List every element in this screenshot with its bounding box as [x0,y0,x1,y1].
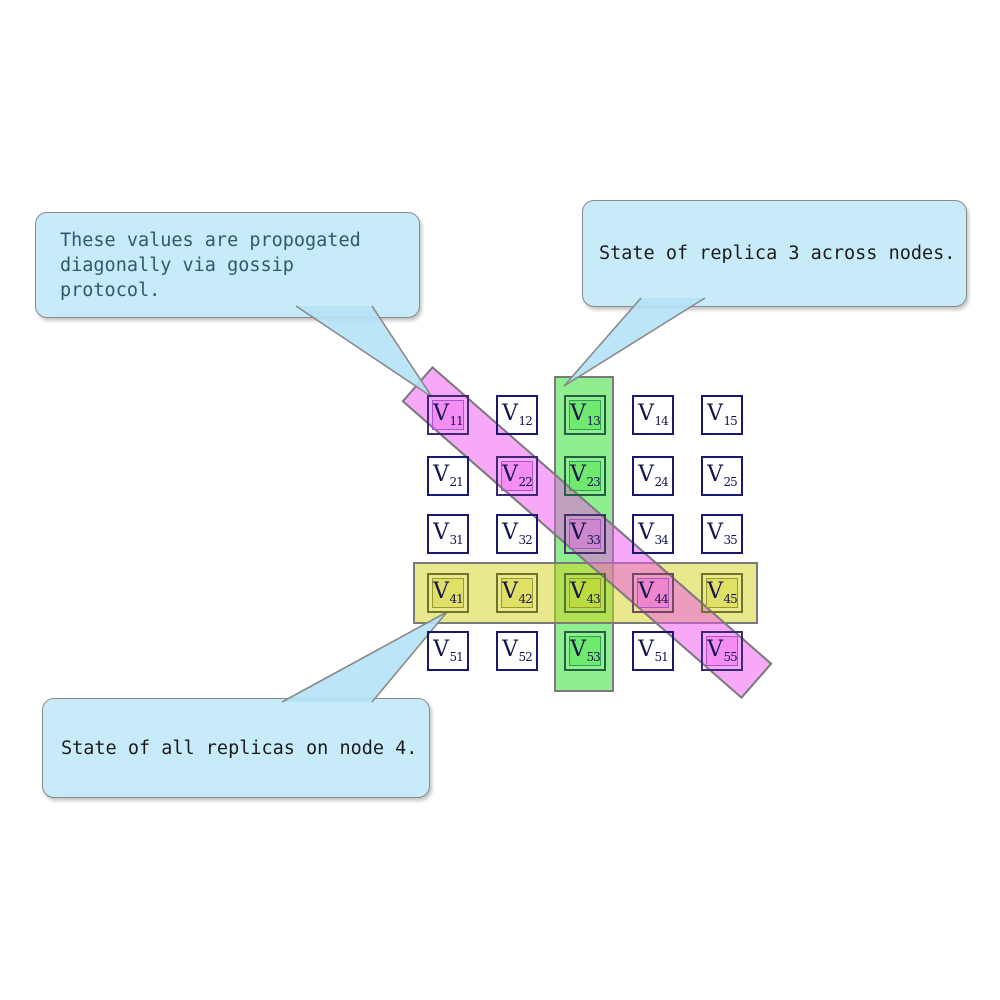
callout-node4-text: State of all replicas on node 4. [61,737,418,759]
callout-tail-replica3 [563,297,706,387]
cell-label: V32 [502,520,533,547]
cell-label: V14 [638,401,669,428]
cell-highlight-square [569,519,601,549]
cell-label: V15 [707,401,738,428]
matrix-cell-V11-r1c1: V11 [427,395,469,435]
cell-label: V13 [570,401,601,428]
matrix-cell-V13-r1c3: V13 [564,395,606,435]
matrix-cell-V53-r5c3: V53 [564,631,606,671]
cell-highlight-square [706,578,738,608]
cell-label: V11 [433,401,464,428]
matrix-cell-V44-r4c4: V44 [632,573,674,613]
matrix-cell-V52-r5c2: V52 [496,631,538,671]
matrix-cell-V35-r3c5: V35 [701,514,743,554]
cell-label: V44 [638,579,669,606]
cell-highlight-square [706,636,738,666]
cell-label: V12 [502,401,533,428]
matrix-cell-V45-r4c5: V45 [701,573,743,613]
matrix-cell-V15-r1c5: V15 [701,395,743,435]
cell-label: V35 [707,520,738,547]
matrix-cell-V24-r2c4: V24 [632,456,674,496]
callout-gossip-protocol: These values are propogated diagonally v… [35,212,420,318]
callout-replica3-text: State of replica 3 across nodes. [599,243,956,264]
cell-highlight-square [569,636,601,666]
callout-node4: State of all replicas on node 4. [42,698,430,798]
cell-label: V23 [570,462,601,489]
callout-replica3: State of replica 3 across nodes. [582,200,967,307]
cell-label: V51 [638,637,669,664]
matrix-cell-V23-r2c3: V23 [564,456,606,496]
cell-label: V45 [707,579,738,606]
callout-tail-node4 [281,611,448,703]
cell-label: V25 [707,462,738,489]
cell-label: V43 [570,579,601,606]
cell-highlight-square [501,578,533,608]
matrix-cell-V31-r3c1: V31 [427,514,469,554]
matrix-cell-V51-r5c4: V51 [632,631,674,671]
cell-label: V21 [433,462,464,489]
callout-tail-gossip [295,305,433,398]
cell-highlight-square [432,400,464,430]
cell-label: V22 [502,462,533,489]
cell-label: V53 [570,637,601,664]
cell-highlight-square [501,461,533,491]
matrix-cell-V22-r2c2: V22 [496,456,538,496]
matrix-cell-V14-r1c4: V14 [632,395,674,435]
cell-label: V31 [433,520,464,547]
matrix-cell-V51-r5c1: V51 [427,631,469,671]
cell-label: V51 [433,637,464,664]
cell-highlight-square [569,461,601,491]
matrix-cell-V41-r4c1: V41 [427,573,469,613]
matrix-cell-V33-r3c3: V33 [564,514,606,554]
matrix-cell-V12-r1c2: V12 [496,395,538,435]
cell-label: V24 [638,462,669,489]
cell-highlight-square [569,400,601,430]
callout-gossip-text: These values are propogated diagonally v… [60,229,372,301]
matrix-cell-V34-r3c4: V34 [632,514,674,554]
cell-label: V42 [502,579,533,606]
cell-label: V55 [707,637,738,664]
matrix-cell-V55-r5c5: V55 [701,631,743,671]
cell-label: V41 [433,579,464,606]
cell-highlight-square [637,578,669,608]
cell-label: V52 [502,637,533,664]
matrix-cell-V25-r2c5: V25 [701,456,743,496]
matrix-cell-V21-r2c1: V21 [427,456,469,496]
matrix-cell-V43-r4c3: V43 [564,573,606,613]
cell-highlight-square [432,578,464,608]
cell-label: V34 [638,520,669,547]
matrix-cell-V42-r4c2: V42 [496,573,538,613]
cell-label: V33 [570,520,601,547]
cell-highlight-square [569,578,601,608]
matrix-cell-V32-r3c2: V32 [496,514,538,554]
